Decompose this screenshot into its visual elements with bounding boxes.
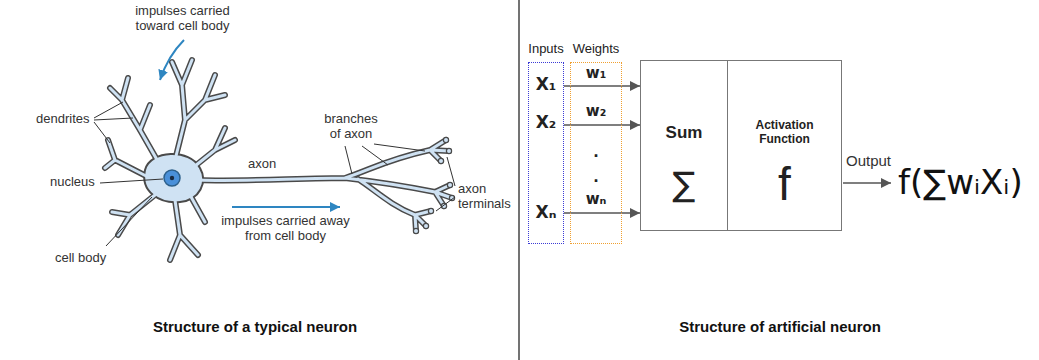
- part-name: axon terminals: [458, 182, 516, 212]
- figure-caption: Structure of a typical neuron: [130, 318, 380, 335]
- ellipsis-dot: .: [593, 166, 598, 187]
- impulse-arrows: [160, 40, 340, 207]
- part-name: cell body: [55, 251, 106, 266]
- terminal-knob: [428, 208, 433, 213]
- column-heading: Weights: [573, 42, 620, 57]
- box-title: Activation Function: [739, 119, 831, 147]
- part-name: branches of axon: [318, 112, 384, 142]
- neuron-fill: [105, 60, 452, 260]
- neuron-figure: [105, 60, 455, 260]
- input-box: InputsX₁X₂Xₙ: [528, 62, 564, 244]
- terminal-knob: [447, 182, 452, 187]
- leader-line: [94, 122, 110, 143]
- output-label: Output: [846, 152, 891, 169]
- leader-line: [94, 118, 133, 120]
- weight-symbol: w₁: [586, 65, 606, 82]
- terminal-knob: [446, 148, 451, 153]
- terminal-knobs: [413, 137, 454, 233]
- weight-symbol: wₙ: [586, 191, 607, 208]
- nucleolus-dot: [170, 176, 174, 180]
- annotation: impulses carried toward cell body: [125, 4, 240, 34]
- leader-line: [94, 102, 123, 118]
- impulse-arrow: [160, 40, 184, 80]
- column-heading: Inputs: [528, 42, 563, 57]
- weight-box: Weightsw₁w₂..wₙ: [570, 62, 622, 244]
- part-name: axon: [248, 157, 276, 172]
- input-symbol: X₁: [536, 75, 557, 95]
- function-symbol: f: [778, 159, 791, 210]
- terminal-knob: [443, 137, 448, 142]
- leader-lines: [94, 102, 455, 246]
- panel-divider: [518, 0, 520, 360]
- leader-line: [345, 146, 352, 174]
- box-title: Sum: [666, 123, 703, 143]
- nucleus-shape: [164, 170, 180, 186]
- leader-line: [106, 197, 152, 246]
- input-symbol: X₂: [536, 113, 557, 133]
- leader-line: [374, 144, 425, 151]
- ellipsis-dot: .: [593, 141, 598, 162]
- part-name: nucleus: [50, 175, 95, 190]
- neuron-outline: [105, 60, 452, 260]
- leader-line: [362, 146, 388, 165]
- leader-line: [100, 179, 163, 183]
- weight-symbol: w₂: [586, 103, 606, 120]
- input-symbol: Xₙ: [536, 203, 557, 223]
- terminal-knob: [413, 228, 418, 233]
- activation-box: Activation Function f: [727, 60, 842, 231]
- part-name: dendrites: [36, 112, 89, 127]
- annotation: impulses carried away from cell body: [218, 214, 353, 244]
- signal-arrow: [564, 212, 640, 214]
- leader-line: [447, 157, 455, 186]
- output-formula: f(∑wᵢXᵢ): [898, 163, 1023, 202]
- impulse-arrow: [232, 206, 340, 208]
- terminal-knob: [423, 223, 428, 228]
- sum-box: Sum ∑: [640, 60, 728, 231]
- figure-caption: Structure of artificial neuron: [650, 318, 910, 335]
- output-arrow: [843, 182, 891, 184]
- signal-arrow: [564, 85, 640, 87]
- signal-arrow: [564, 124, 640, 126]
- leader-line: [436, 197, 455, 211]
- terminal-knob: [438, 158, 443, 163]
- sum-symbol: ∑: [673, 165, 696, 204]
